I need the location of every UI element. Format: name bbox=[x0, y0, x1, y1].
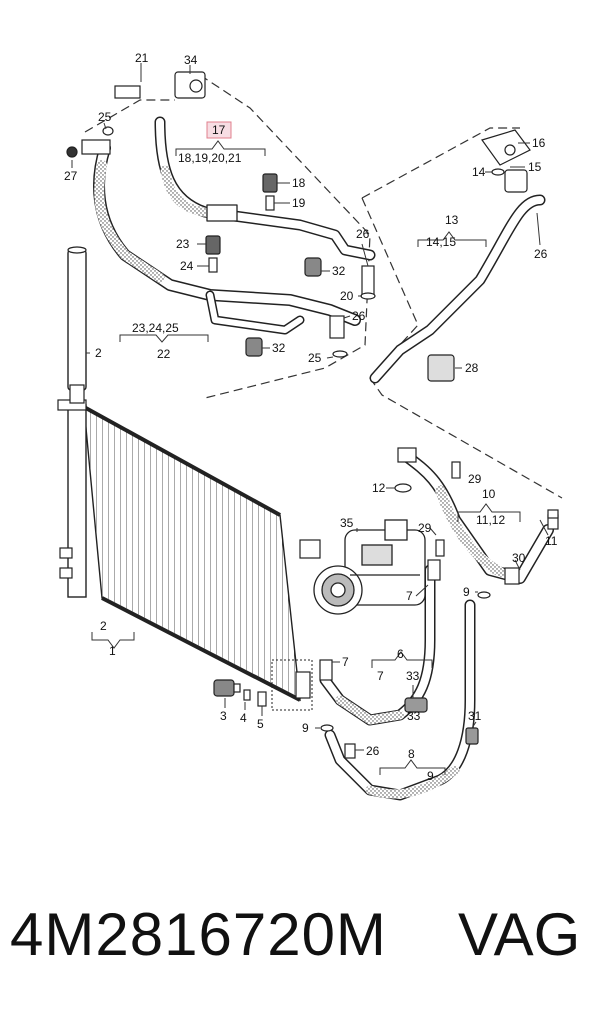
callout-33a: 33 bbox=[406, 669, 420, 683]
callout-32b: 32 bbox=[272, 341, 286, 355]
callout-13: 13 bbox=[445, 213, 459, 227]
callout-26b: 26 bbox=[352, 309, 366, 323]
part-number: 4M2816720M bbox=[10, 901, 387, 968]
callout-7a: 7 bbox=[406, 589, 413, 603]
callout-18-19-20-21: 18,19,20,21 bbox=[178, 151, 242, 165]
group-braces bbox=[91, 140, 521, 775]
leader-lines bbox=[71, 63, 549, 751]
components bbox=[66, 71, 559, 759]
callout-9a: 9 bbox=[463, 585, 470, 599]
ac-system-exploded-diagram: 21 34 25 27 17 18,19,20,21 18 19 23 24 2… bbox=[57, 51, 563, 801]
brand-label: VAG bbox=[458, 901, 581, 968]
callout-19: 19 bbox=[292, 196, 306, 210]
callout-6: 6 bbox=[397, 647, 404, 661]
callout-33b: 33 bbox=[407, 709, 421, 723]
callout-30: 30 bbox=[512, 551, 526, 565]
callout-2-bottom: 2 bbox=[100, 619, 107, 633]
callout-20: 20 bbox=[340, 289, 354, 303]
callout-26c: 26 bbox=[534, 247, 548, 261]
callout-22: 22 bbox=[157, 347, 171, 361]
callout-23: 23 bbox=[176, 237, 190, 251]
ac-compressor bbox=[313, 519, 426, 615]
callout-17: 17 bbox=[212, 123, 226, 137]
callout-7b: 7 bbox=[342, 655, 349, 669]
callout-21: 21 bbox=[135, 51, 149, 65]
callout-5: 5 bbox=[257, 717, 264, 731]
callout-2-top: 2 bbox=[95, 346, 102, 360]
condenser bbox=[57, 399, 321, 711]
highlight-box-17 bbox=[206, 121, 232, 139]
callout-29b: 29 bbox=[418, 521, 432, 535]
callout-23-24-25: 23,24,25 bbox=[132, 321, 179, 335]
callout-9b: 9 bbox=[302, 721, 309, 735]
callout-35: 35 bbox=[340, 516, 354, 530]
callout-3: 3 bbox=[220, 709, 227, 723]
callout-31: 31 bbox=[468, 709, 482, 723]
callout-11-12: 11,12 bbox=[476, 513, 505, 527]
callout-25b: 25 bbox=[308, 351, 322, 365]
callout-29a: 29 bbox=[468, 472, 482, 486]
callout-24: 24 bbox=[180, 259, 194, 273]
callout-9c: 9 bbox=[427, 769, 434, 783]
refrigerant-lines bbox=[93, 116, 554, 801]
callout-10: 10 bbox=[482, 487, 496, 501]
callout-labels: 21 34 25 27 17 18,19,20,21 18 19 23 24 2… bbox=[64, 51, 558, 783]
callout-14: 14 bbox=[472, 165, 486, 179]
callout-26d: 26 bbox=[366, 744, 380, 758]
callout-28: 28 bbox=[465, 361, 479, 375]
callout-15: 15 bbox=[528, 160, 542, 174]
callout-12: 12 bbox=[372, 481, 386, 495]
callout-34: 34 bbox=[184, 53, 198, 67]
callout-11: 11 bbox=[545, 534, 558, 548]
callout-18: 18 bbox=[292, 176, 306, 190]
callout-1: 1 bbox=[109, 644, 116, 658]
callout-32a: 32 bbox=[332, 264, 346, 278]
callout-16: 16 bbox=[532, 136, 546, 150]
callout-25: 25 bbox=[98, 110, 112, 124]
callout-4: 4 bbox=[240, 711, 247, 725]
callout-7c: 7 bbox=[377, 669, 384, 683]
callout-27: 27 bbox=[64, 169, 78, 183]
callout-14-15: 14,15 bbox=[426, 235, 456, 249]
callout-26a: 26 bbox=[356, 227, 370, 241]
receiver-dryer-tube bbox=[67, 246, 87, 404]
callout-8: 8 bbox=[408, 747, 415, 761]
